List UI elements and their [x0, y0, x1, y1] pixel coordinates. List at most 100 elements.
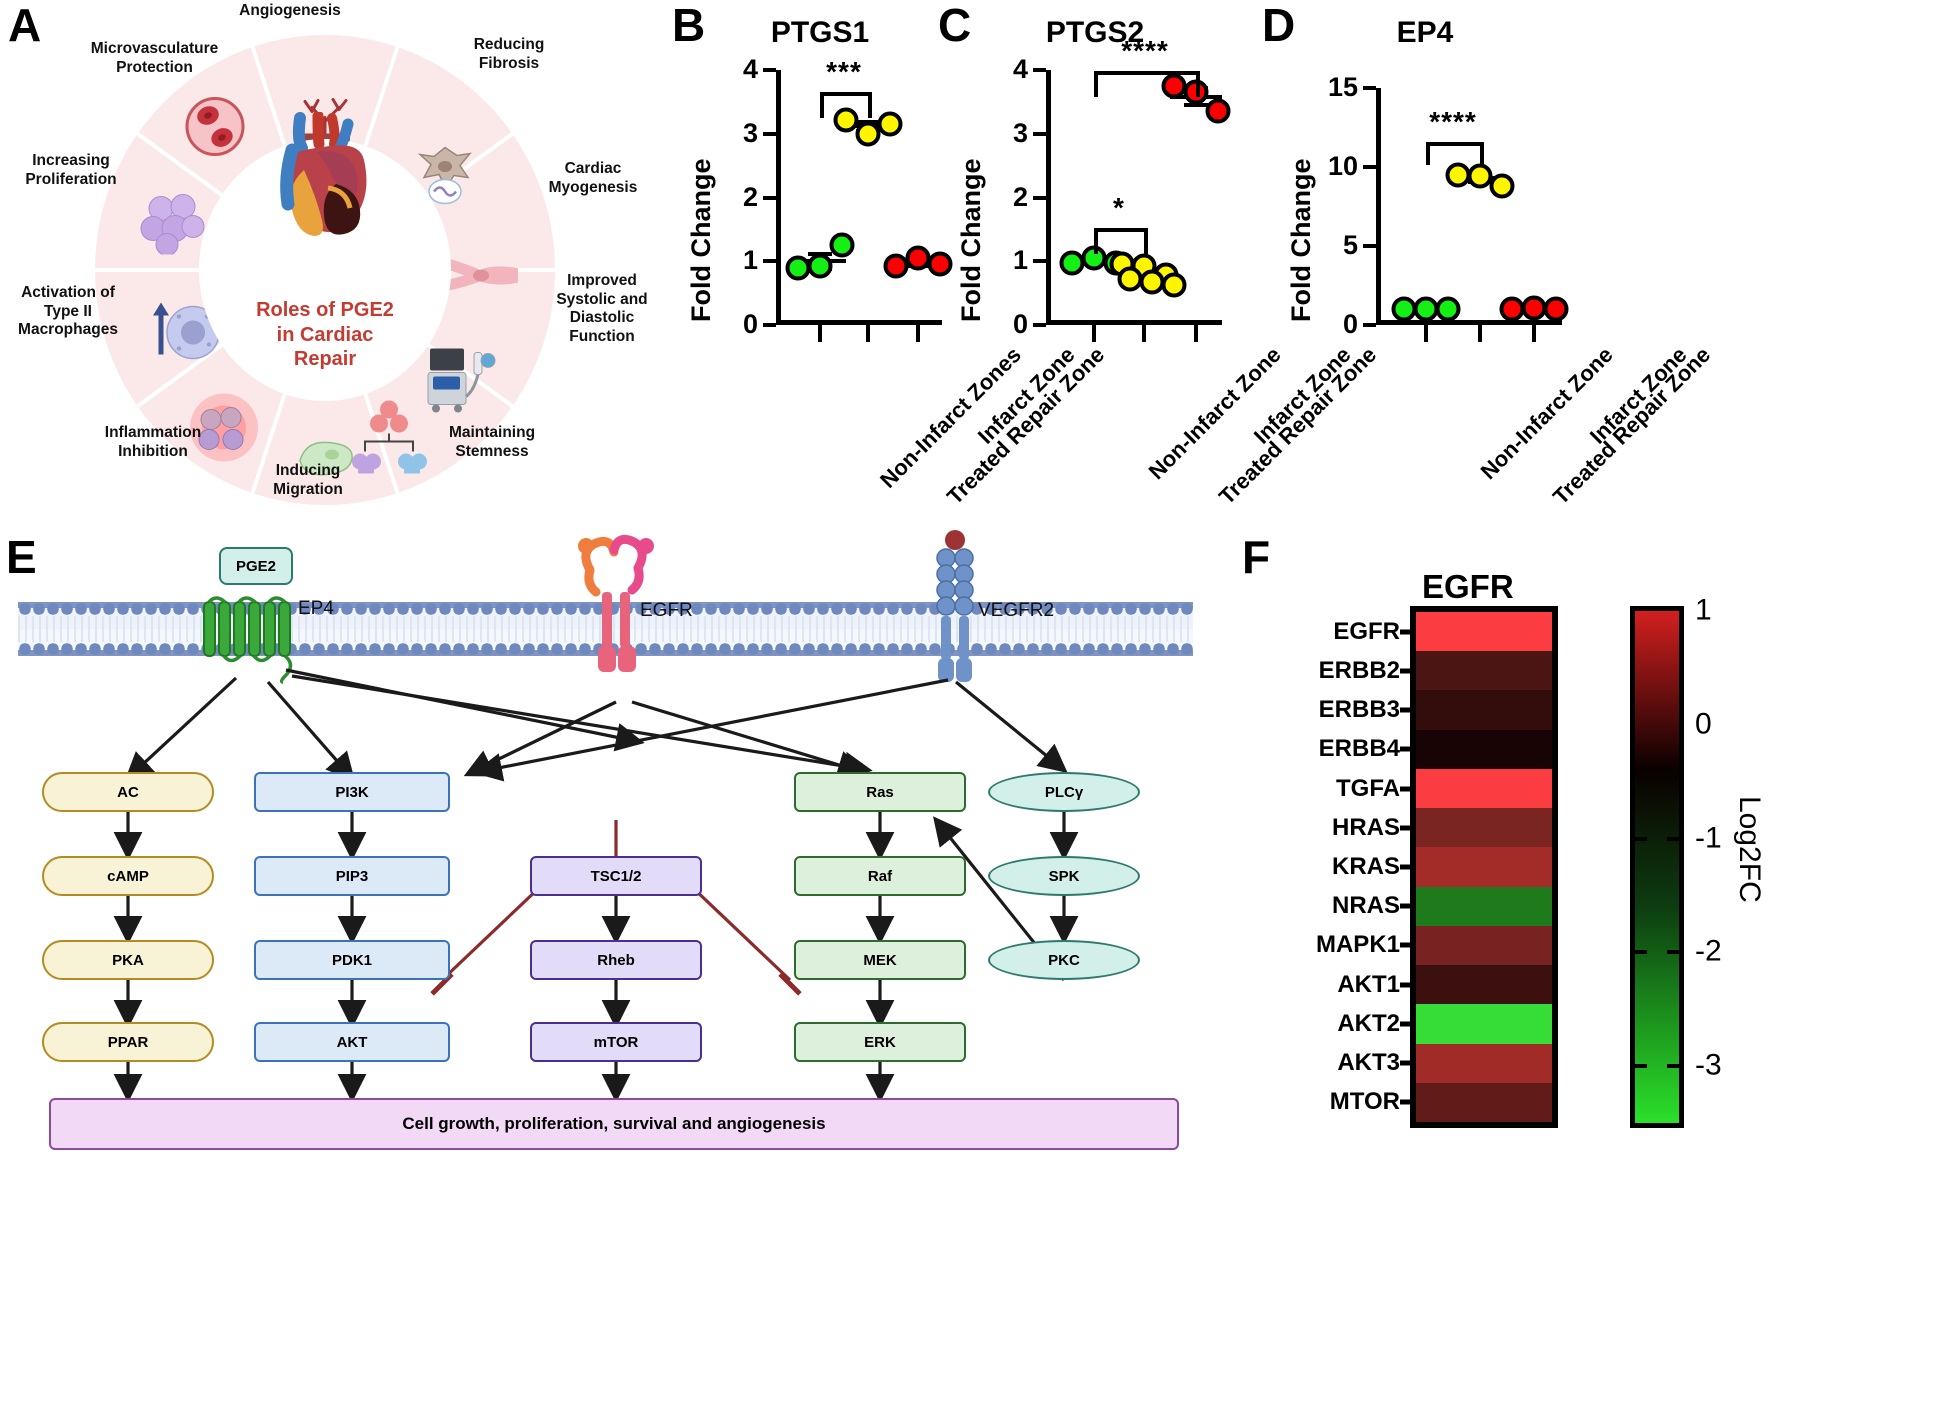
chart-title-ptgs2: PTGS2 — [1045, 16, 1145, 49]
y-tick — [1033, 323, 1046, 327]
y-tick-label: 15 — [1327, 71, 1358, 102]
heatmap-row-tick — [1400, 942, 1416, 948]
node-ac: AC — [42, 772, 214, 812]
node-rheb-label: Rheb — [597, 951, 635, 969]
node-rheb: Rheb — [530, 940, 702, 980]
heatmap-row-label: MTOR — [1329, 1088, 1400, 1116]
colorbar-tick-label: 1 — [1695, 593, 1712, 627]
colorbar-tick — [1635, 836, 1647, 841]
node-akt-label: AKT — [336, 1033, 368, 1051]
y-tick — [763, 259, 776, 264]
data-point — [927, 251, 953, 277]
x-tick — [1478, 325, 1482, 342]
heatmap-cell — [1416, 729, 1552, 769]
node-pdk1: PDK1 — [254, 940, 450, 980]
significance-label: **** — [1121, 35, 1169, 67]
significance-label: *** — [826, 56, 862, 88]
node-pka-label: PKA — [112, 951, 144, 969]
node-ac-label: AC — [117, 783, 139, 801]
node-pi3k-label: PI3K — [335, 783, 369, 801]
y-tick — [1363, 244, 1376, 248]
data-point — [1489, 173, 1515, 199]
node-erk: ERK — [794, 1022, 966, 1062]
node-mek: MEK — [794, 940, 966, 980]
x-tick — [818, 325, 822, 342]
node-pkc: PKC — [988, 940, 1140, 980]
wheel-center-line3: Repair — [293, 347, 357, 370]
heatmap-row-tick — [1400, 707, 1416, 713]
heatmap-row-label: EGFR — [1333, 617, 1400, 645]
capillary-rbc-icon — [182, 96, 248, 163]
node-pdk1-label: PDK1 — [331, 951, 372, 969]
heatmap-row-tick — [1400, 825, 1416, 831]
panel-letter-a: A — [8, 0, 42, 51]
data-point — [1521, 295, 1547, 321]
node-plcg-label: PLCγ — [1044, 783, 1084, 801]
data-point — [1445, 162, 1471, 188]
y-tick-label: 10 — [1327, 150, 1358, 181]
y-tick — [1363, 86, 1376, 90]
node-pka: PKA — [42, 940, 214, 980]
data-point — [1161, 272, 1187, 298]
node-spk: SPK — [988, 856, 1140, 896]
y-tick-label: 2 — [742, 181, 758, 212]
y-tick — [763, 323, 776, 327]
heatmap-row-label: TGFA — [1336, 774, 1400, 802]
panel-e-signaling-pathway: E PGE2 EP4 — [0, 520, 1230, 1404]
y-tick — [1363, 165, 1376, 169]
heatmap-row-label: ERBB2 — [1318, 656, 1400, 684]
receptor-ep4-icon — [203, 596, 293, 684]
muscle-fiber-icon — [440, 256, 522, 303]
heatmap-cell — [1416, 847, 1552, 887]
x-tick — [1142, 325, 1146, 342]
node-raf: Raf — [794, 856, 966, 896]
x-tick — [1194, 325, 1198, 342]
node-camp-label: cAMP — [107, 867, 149, 885]
heart-illustration — [280, 112, 367, 236]
wheel-center-line1: Roles of PGE2 — [256, 299, 394, 322]
x-tick — [1532, 325, 1536, 342]
colorbar-tick-label: -2 — [1695, 934, 1722, 968]
colorbar-title: Log2FC — [1733, 796, 1766, 903]
panel-letter-e: E — [6, 531, 37, 583]
receptor-label-egfr: EGFR — [640, 600, 693, 621]
data-point — [1435, 296, 1461, 322]
node-camp: cAMP — [42, 856, 214, 896]
heatmap-cell — [1416, 886, 1552, 926]
heatmap-row-tick — [1400, 982, 1416, 988]
heatmap-row-label: MAPK1 — [1315, 931, 1400, 959]
receptor-vegfr2-icon — [936, 530, 974, 682]
receptor-label-vegfr2: VEGFR2 — [978, 600, 1055, 621]
node-erk-label: ERK — [864, 1033, 896, 1051]
wheel-center-line2: in Cardiac — [276, 323, 374, 346]
heatmap-row-tick — [1400, 1021, 1416, 1027]
error-cap — [1184, 103, 1208, 108]
y-tick-label: 0 — [742, 308, 758, 339]
significance-label: **** — [1429, 105, 1477, 137]
chart-title-ptgs1: PTGS1 — [770, 16, 870, 49]
y-axis-title-d: Fold Change — [1286, 158, 1316, 323]
wheel-center-text: Roles of PGE2 in Cardiac Repair — [220, 298, 430, 371]
node-spk-label: SPK — [1048, 867, 1080, 885]
heatmap-row-label: HRAS — [1331, 813, 1400, 841]
y-tick — [1363, 323, 1376, 327]
y-tick-label: 4 — [1012, 53, 1028, 84]
node-tsc1-2-label: TSC1/2 — [590, 867, 642, 885]
data-point — [1543, 296, 1569, 322]
heatmap-row-tick — [1400, 903, 1416, 909]
y-tick-label: 0 — [1342, 308, 1358, 339]
fibroblast-cell-icon — [412, 142, 478, 211]
data-point — [855, 121, 881, 147]
y-tick — [1033, 195, 1046, 200]
ligand-pge2: PGE2 — [219, 547, 293, 585]
node-pi3k: PI3K — [254, 772, 450, 812]
migrating-cell-icon — [292, 435, 358, 482]
node-pip3: PIP3 — [254, 856, 450, 896]
colorbar-tick-label: 0 — [1695, 707, 1712, 741]
